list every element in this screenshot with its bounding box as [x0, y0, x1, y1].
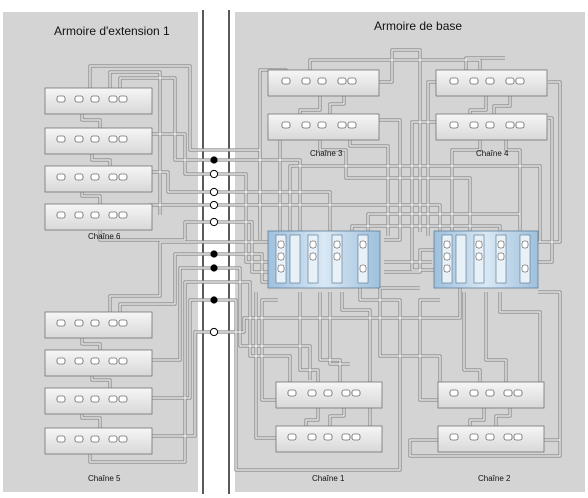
chain-3-label: Chaîne 3	[310, 149, 343, 158]
connector-ring	[209, 187, 219, 197]
divider-connectors	[209, 156, 219, 337]
connector-ring	[209, 169, 219, 179]
shelf-chain2-top	[437, 381, 545, 409]
shelf-expansion-3	[44, 165, 153, 193]
shelf-expansion-2	[44, 127, 153, 155]
base-cabinet-title: Armoire de base	[374, 19, 463, 33]
shelf-expansion-5	[44, 311, 153, 339]
shelf-expansion-4	[44, 203, 153, 231]
controller-right	[433, 230, 539, 289]
connector-dot	[210, 296, 218, 304]
expansion-cabinet-title: Armoire d'extension 1	[54, 24, 170, 38]
shelf-chain3-top	[267, 69, 380, 97]
shelf-expansion-6	[44, 349, 153, 377]
shelf-chain3-bottom	[267, 113, 380, 141]
chain-5-label: Chaîne 5	[88, 474, 121, 483]
chain-1-label: Chaîne 1	[312, 474, 345, 483]
shelves	[44, 69, 548, 455]
shelf-chain1-bottom	[275, 425, 383, 453]
shelf-chain4-top	[435, 69, 548, 97]
shelf-expansion-1	[44, 87, 153, 115]
shelf-chain1-top	[275, 381, 383, 409]
shelf-expansion-8	[44, 427, 153, 455]
chain-4-label: Chaîne 4	[476, 149, 509, 158]
connector-dot	[210, 250, 218, 258]
shelf-chain2-bottom	[437, 425, 545, 453]
shelf-chain4-bottom	[435, 113, 548, 141]
connector-dot	[210, 264, 218, 272]
chain-2-label: Chaîne 2	[478, 474, 511, 483]
connector-ring	[209, 200, 219, 210]
connector-dot	[210, 156, 218, 164]
connector-ring	[209, 327, 219, 337]
shelf-expansion-7	[44, 387, 153, 415]
controller-left	[267, 230, 381, 289]
chain-6-label: Chaîne 6	[88, 232, 121, 241]
connector-ring	[209, 217, 219, 227]
